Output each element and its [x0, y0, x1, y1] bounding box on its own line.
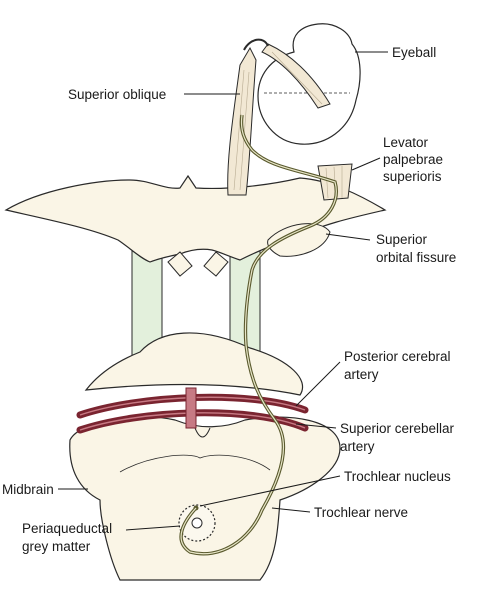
- trochlea-pulley: [243, 38, 269, 51]
- tendon-fiber: [271, 51, 323, 105]
- label-orbital-fissure-line1: Superior: [376, 232, 428, 247]
- leader-orbital-fissure: [325, 233, 371, 241]
- label-midbrain: Midbrain: [2, 482, 54, 497]
- midbrain-group: [69, 416, 341, 581]
- label-levator-line3: superioris: [383, 169, 442, 184]
- leader-posterior-cerebral: [295, 361, 341, 407]
- label-pag-line1: Periaqueductal: [22, 521, 112, 536]
- leader-trochlear-nucleus: [199, 475, 341, 507]
- label-posterior-cerebral-line1: Posterior cerebral: [344, 349, 451, 364]
- midbrain-body: [69, 416, 341, 581]
- left-stump: [167, 251, 193, 277]
- orbital-fissure-bulge: [267, 223, 331, 257]
- label-levator-line2: palpebrae: [383, 152, 443, 167]
- labels: Eyeball Superior oblique Levator palpebr…: [2, 45, 456, 554]
- pons-arch: [84, 332, 304, 396]
- label-posterior-cerebral-line2: artery: [344, 367, 379, 382]
- label-eyeball: Eyeball: [392, 45, 436, 60]
- trochlear-nerve: [179, 114, 338, 556]
- arteries: [76, 387, 309, 434]
- midbrain-cleft: [194, 427, 211, 438]
- optic-stumps: [167, 251, 229, 277]
- label-orbital-fissure-line2: orbital fissure: [376, 250, 456, 265]
- leader-levator: [351, 157, 381, 171]
- superior-oblique-muscle: [227, 38, 331, 196]
- leader-pag: [125, 525, 181, 531]
- midbrain-inner-contour: [119, 454, 271, 473]
- label-superior-cerebellar-line2: artery: [340, 439, 375, 454]
- muscle-fiber: [233, 69, 245, 191]
- label-trochlear-nucleus: Trochlear nucleus: [344, 469, 451, 484]
- trochlear-nerve-highlight: [180, 114, 337, 555]
- levator-fiber: [325, 167, 329, 199]
- label-levator-line1: Levator: [383, 135, 429, 150]
- basilar-artery-segment: [185, 387, 197, 429]
- right-stump: [203, 251, 229, 277]
- label-superior-cerebellar-line1: Superior cerebellar: [340, 421, 455, 436]
- cerebral-aqueduct-icon: [191, 517, 203, 529]
- label-superior-oblique: Superior oblique: [68, 87, 166, 102]
- muscle-fiber: [239, 71, 250, 191]
- label-trochlear-nerve: Trochlear nerve: [314, 505, 408, 520]
- leader-lines: [58, 51, 388, 531]
- leader-trochlear-nerve: [271, 507, 311, 513]
- label-pag-line2: grey matter: [22, 539, 91, 554]
- superior-oblique-tendon: [261, 43, 331, 109]
- leader-superior-cerebellar: [295, 423, 337, 429]
